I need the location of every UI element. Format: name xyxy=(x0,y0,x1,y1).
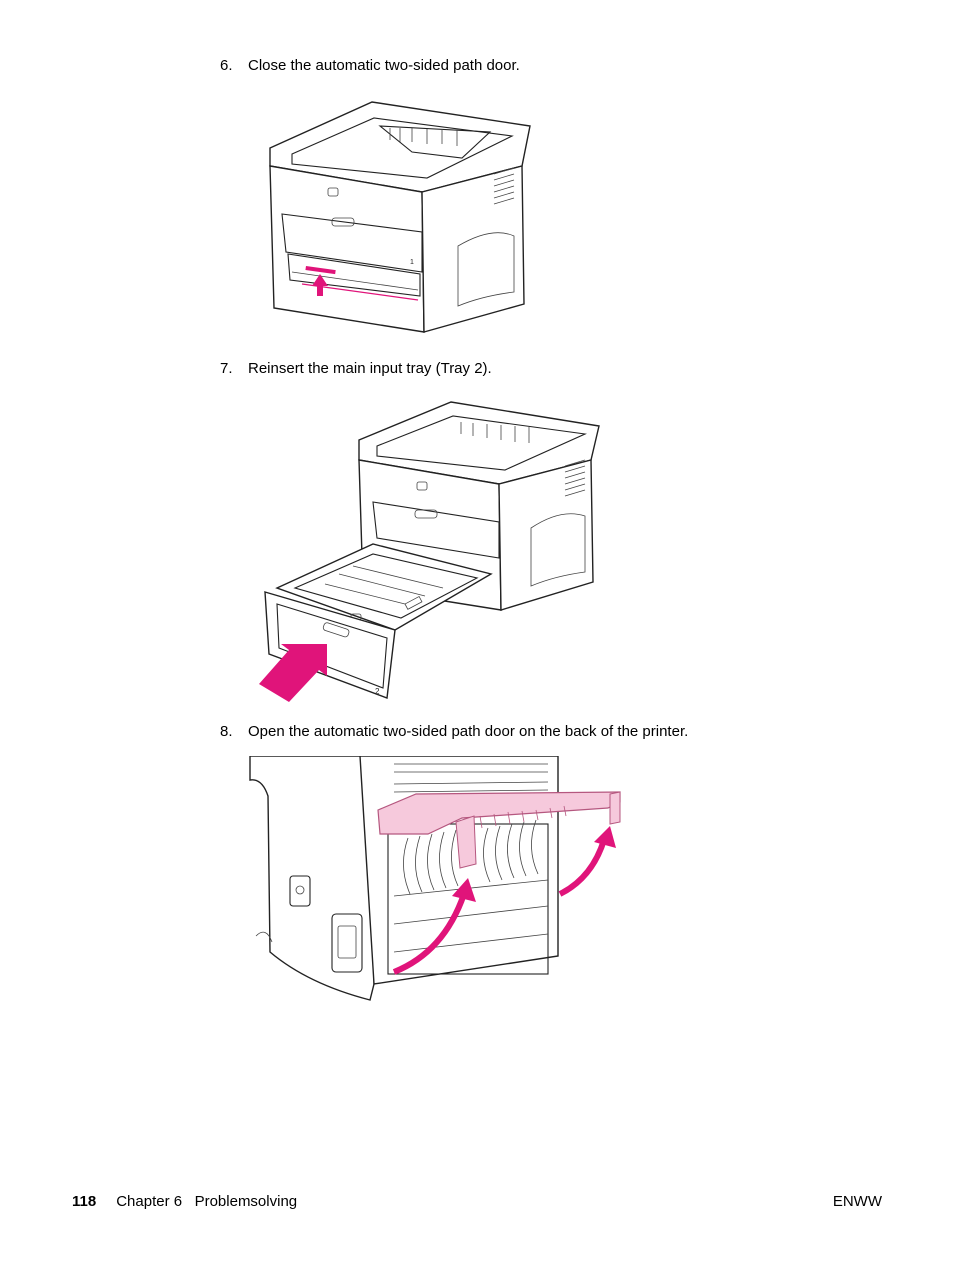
footer-right-text: ENWW xyxy=(832,1193,882,1210)
printer-back-door-open-illustration xyxy=(249,756,621,1001)
step-number: 8. xyxy=(220,723,233,740)
tray-number-label: 1 xyxy=(410,259,414,266)
page-number: 118 xyxy=(72,1193,97,1210)
page-footer: 118 Chapter 6 Problemsolving ENWW xyxy=(72,1192,882,1212)
step-text: Reinsert the main input tray (Tray 2). xyxy=(248,360,492,377)
printer-reinsert-tray-illustration: 2 xyxy=(259,401,600,702)
step-text: Open the automatic two-sided path door o… xyxy=(248,723,689,740)
tray-number-label: 2 xyxy=(375,687,380,696)
chapter-title: Chapter 6 Problemsolving xyxy=(116,1193,298,1210)
step-6: 6. Close the automatic two-sided path doo… xyxy=(220,57,520,75)
step-number: 6. xyxy=(220,57,233,74)
step-8: 8. Open the automatic two-sided path door… xyxy=(220,723,688,741)
step-number: 7. xyxy=(220,360,233,377)
step-text: Close the automatic two-sided path door. xyxy=(248,57,520,74)
printer-front-door-closed-illustration: 1 xyxy=(269,101,531,333)
step-7: 7. Reinsert the main input tray (Tray 2). xyxy=(220,360,492,378)
